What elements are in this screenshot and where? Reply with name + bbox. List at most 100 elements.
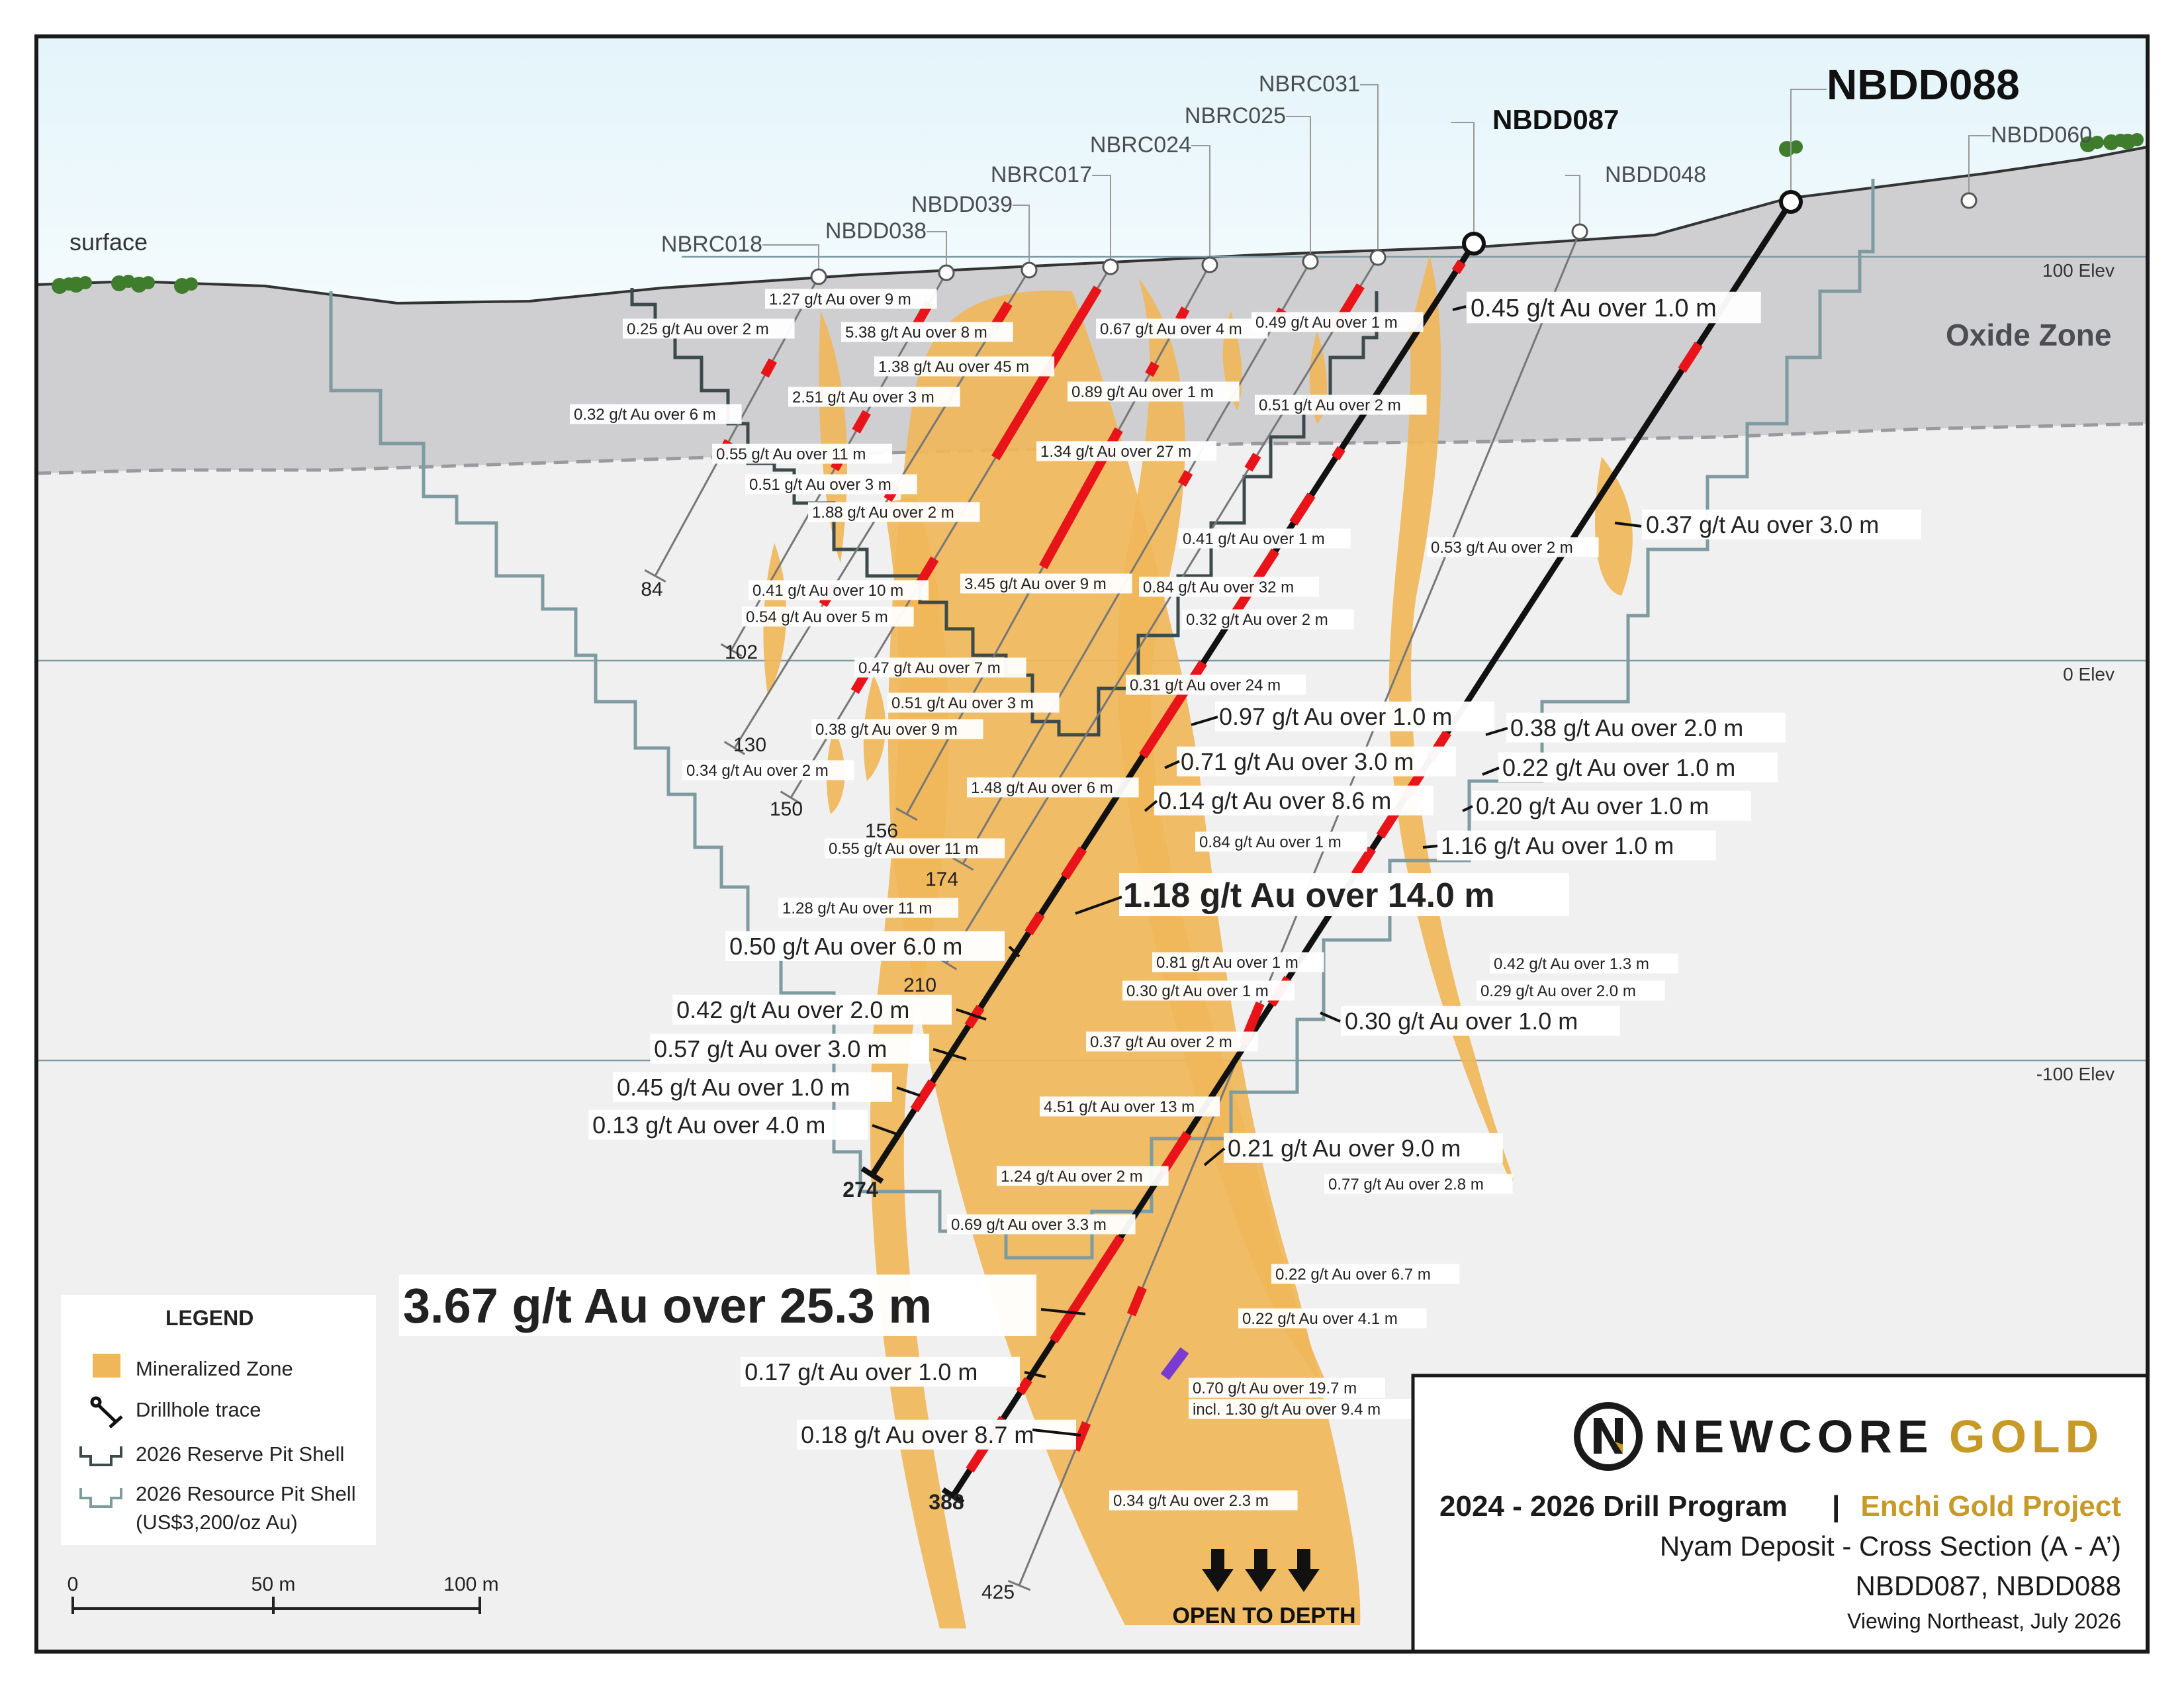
intercept-label: 0.41 g/t Au over 10 m: [752, 582, 903, 600]
vegetation: [52, 133, 2144, 294]
drillhole-nbrc025: 174 NBRC025: [925, 103, 1319, 890]
callout-leader: [1191, 716, 1218, 726]
down-arrow-icon: [1245, 1549, 1277, 1592]
collar-icon: [1201, 256, 1218, 273]
drillhole-end-tick: [644, 569, 666, 583]
drillhole-depth: 210: [903, 974, 936, 996]
collar-icon: [810, 268, 827, 285]
callout-label-bg: [1498, 752, 1778, 782]
drillhole-depth: 425: [981, 1581, 1015, 1603]
legend-drillhole-label: Drillhole trace: [136, 1398, 261, 1421]
title-section: Nyam Deposit - Cross Section (A - A’): [1660, 1530, 2121, 1562]
callout-label-bg: [1341, 1006, 1620, 1036]
callout-leader: [956, 1008, 987, 1021]
intercept-label-bg: [1182, 609, 1354, 630]
oxide-zone: [36, 147, 2148, 473]
drillhole-leader: [762, 244, 819, 277]
intercept-label: 5.38 g/t Au over 8 m: [845, 324, 987, 342]
drillhole-depth: 84: [641, 579, 662, 600]
drillhole-name: NBRC025: [1185, 103, 1286, 128]
callout-leader: [1203, 1147, 1226, 1166]
drillhole-trace: [945, 257, 1379, 964]
drillhole-end-tick: [723, 741, 746, 755]
intercept-label-bg: [742, 606, 914, 627]
intercept-label-bg: [749, 580, 929, 600]
intercept-label: 1.28 g/t Au over 11 m: [782, 900, 932, 917]
intercept-label-bg: [967, 777, 1139, 798]
intercept-label: 0.49 g/t Au over 1 m: [1255, 314, 1398, 332]
intercept-label: 0.84 g/t Au over 32 m: [1143, 579, 1294, 596]
intercept-segment: [1061, 846, 1087, 880]
mineralized-zone: [870, 496, 966, 1628]
tree-icon: [79, 276, 92, 289]
intercept-segment: [1678, 342, 1703, 373]
open-to-depth: OPEN TO DEPTH: [1172, 1549, 1356, 1628]
callout-label-bg: [1215, 701, 1494, 731]
callout-label-bg: [588, 1109, 868, 1140]
intercept-label-bg: [887, 692, 1060, 713]
down-arrow-icons: [1202, 1549, 1320, 1592]
drillhole-name: NBRC024: [1090, 132, 1191, 158]
intercept-segment: [1332, 445, 1345, 461]
legend-mineral-swatch: [93, 1354, 120, 1378]
drillhole-depth: 174: [925, 868, 958, 890]
reserve-pit-icon: [79, 1446, 122, 1466]
intercept-label-bg: [997, 1166, 1169, 1186]
drillhole-name: NBDD087: [1492, 104, 1619, 135]
callout-label-bg: [1177, 746, 1456, 776]
intercept-label: 1.34 g/t Au over 27 m: [1040, 443, 1191, 461]
drillhole-name: NBDD038: [825, 218, 927, 244]
drillhole-name: NBRC017: [991, 162, 1092, 187]
intercept-label: 0.41 g/t Au over 1 m: [1183, 530, 1325, 548]
intercept-label-bg: [1086, 1031, 1258, 1052]
intercept-segment: [760, 358, 777, 378]
intercept-label: 0.51 g/t Au over 3 m: [749, 476, 891, 494]
intercept-label-bg: [1179, 528, 1351, 549]
elevation-label: -100 Elev: [2036, 1064, 2115, 1084]
scale-bar: 0 50 m 100 m: [68, 1573, 499, 1614]
title-separator: |: [1832, 1490, 1840, 1523]
callout-leader: [933, 1048, 967, 1060]
callout-labels: 0.45 g/t Au over 1.0 m0.97 g/t Au over 1…: [398, 291, 1921, 1450]
drillhole-leader: [1968, 135, 1991, 201]
intercept-label-bg: [1122, 980, 1295, 1001]
drillhole-leader: [1565, 175, 1580, 232]
intercept-segment: [1024, 912, 1045, 935]
drillhole-end-tick: [720, 643, 743, 657]
callout-label-bg: [1437, 830, 1716, 861]
callout-leader: [1485, 727, 1508, 736]
elevation-label: 0 Elev: [2063, 664, 2115, 684]
callout-label-bg: [613, 1072, 892, 1102]
drillhole-name: NBDD039: [911, 192, 1013, 217]
intercept-label: 0.89 g/t Au over 1 m: [1071, 383, 1214, 401]
intercept-label: 3.45 g/t Au over 9 m: [964, 575, 1107, 593]
callout-label: 0.22 g/t Au over 1.0 m: [1502, 754, 1735, 781]
collar-icon: [1302, 253, 1319, 270]
down-arrow-icon: [1202, 1549, 1234, 1592]
legend: LEGEND Mineralized Zone Drillhole trace …: [61, 1295, 376, 1545]
drillhole-depth: 102: [725, 641, 758, 663]
callout-label-bg: [650, 1033, 929, 1064]
intercept-label-bg: [570, 404, 742, 424]
callout-label: 0.17 g/t Au over 1.0 m: [745, 1358, 978, 1385]
intercept-label-bg: [874, 356, 1055, 377]
drillhole-end-tick: [780, 790, 802, 805]
oxide-zone-label: Oxide Zone: [1946, 318, 2111, 352]
title-project: Enchi Gold Project: [1860, 1490, 2121, 1523]
drillhole-depth: 150: [770, 798, 803, 820]
intercept-label-bg: [811, 719, 983, 739]
callout-label-bg: [741, 1356, 1020, 1387]
intercept-label: 0.30 g/t Au over 1 m: [1126, 982, 1269, 1000]
intercept-segment: [1289, 492, 1316, 526]
intercept-label: 0.32 g/t Au over 2 m: [1186, 611, 1328, 629]
scale-0: 0: [68, 1573, 79, 1595]
callout-label: 3.67 g/t Au over 25.3 m: [403, 1278, 932, 1333]
intercept-segment: [1175, 306, 1190, 322]
intercept-label-bg: [1040, 1096, 1220, 1117]
callout-label-bg: [1119, 873, 1569, 917]
callout-leader: [1075, 896, 1122, 915]
intercept-label: incl. 1.30 g/t Au over 9.4 m: [1193, 1401, 1381, 1419]
collar-icon: [1462, 232, 1486, 256]
intercept-label-bg: [1255, 395, 1427, 415]
